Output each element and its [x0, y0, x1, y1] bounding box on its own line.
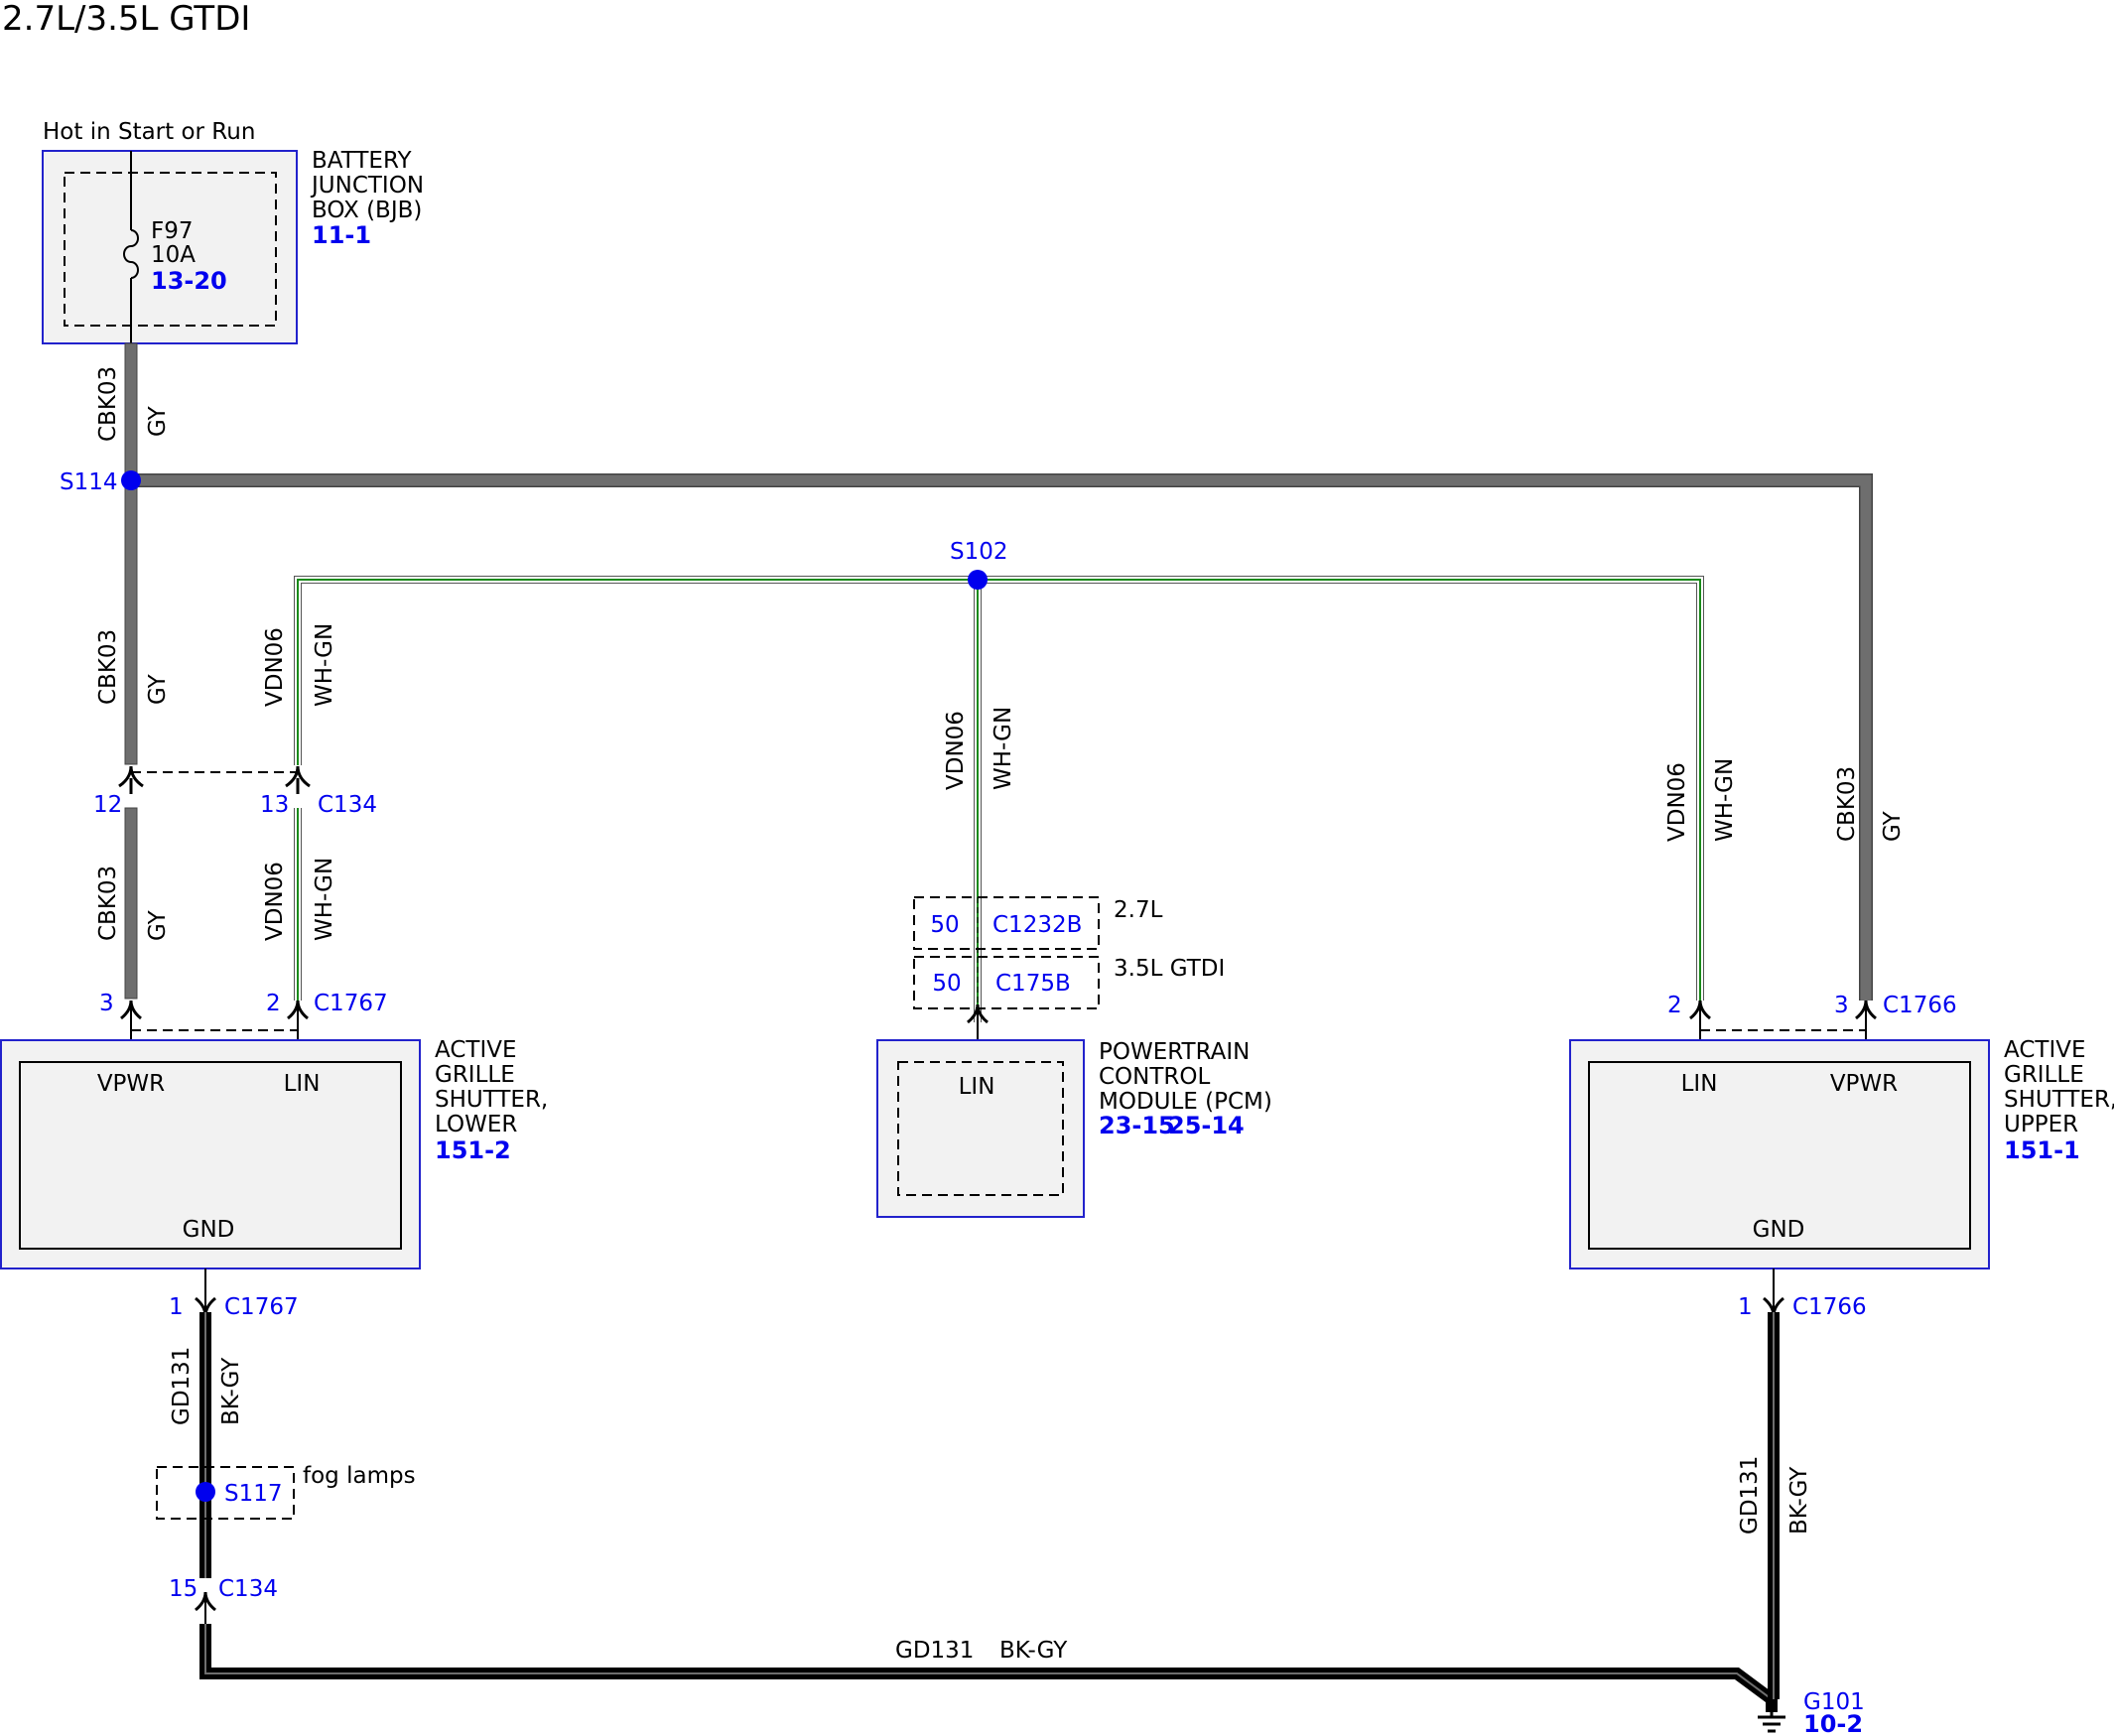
- diagram-title: 2.7L/3.5L GTDI: [2, 0, 250, 39]
- pcm-connectors[interactable]: [913, 896, 1100, 1009]
- wire-label-cbk03-right: CBK03: [1834, 766, 1860, 842]
- wire-gd131-bk-gy: [195, 1269, 1784, 1712]
- ground-ref-link[interactable]: 10-2: [1803, 1710, 1863, 1736]
- wire-color-whgn-right: WH-GN: [1712, 758, 1738, 842]
- upper-name-line-3: SHUTTER,: [2004, 1087, 2114, 1113]
- c1232b-pin: 50: [930, 912, 959, 938]
- upper-name-line-2: GRILLE: [2004, 1062, 2084, 1088]
- c1766-label-bottom: C1766: [1792, 1294, 1867, 1320]
- splice-s114-label: S114: [60, 469, 118, 495]
- wire-vdn06-wh-gn: [294, 576, 1704, 1022]
- bjb-module[interactable]: [42, 150, 298, 344]
- wire-label-vdn06-right: VDN06: [1664, 762, 1690, 842]
- c1766-pin-1: 1: [1738, 1294, 1753, 1320]
- c134-pin-12: 12: [93, 792, 122, 818]
- wire-color-gy-top: GY: [145, 405, 171, 437]
- pcm-module[interactable]: [876, 1039, 1085, 1218]
- splice-s114[interactable]: [121, 470, 141, 490]
- fuse-rating: 10A: [151, 242, 196, 268]
- lower-name-line-3: SHUTTER,: [435, 1087, 548, 1113]
- splice-s117[interactable]: [196, 1482, 215, 1502]
- connector-c134-upper[interactable]: [118, 765, 311, 794]
- fog-lamps-box: [156, 1466, 295, 1520]
- c175b-label: C175B: [995, 971, 1071, 997]
- power-source-label: Hot in Start or Run: [43, 119, 255, 145]
- c1767-label-bottom: C1767: [224, 1294, 299, 1320]
- wire-color-bkgy-bottom: BK-GY: [999, 1638, 1068, 1664]
- c1766-pin-2: 2: [1667, 993, 1682, 1018]
- bjb-ref-link[interactable]: 11-1: [312, 221, 371, 249]
- fuse-ref-link[interactable]: 13-20: [151, 267, 227, 295]
- bjb-name-line-1: BATTERY: [312, 148, 412, 174]
- upper-pin-lin: LIN: [1681, 1071, 1718, 1097]
- wire-color-bkgy-left: BK-GY: [218, 1357, 244, 1425]
- lower-shutter-module[interactable]: [0, 1039, 421, 1269]
- c1232b-label: C1232B: [992, 912, 1082, 938]
- wire-label-cbk03-mid: CBK03: [95, 629, 121, 705]
- wire-color-whgn-left-top: WH-GN: [312, 623, 337, 707]
- c1767-pin-2: 2: [266, 991, 281, 1016]
- bjb-name-line-3: BOX (BJB): [312, 198, 422, 223]
- c134-pin-13: 13: [260, 792, 289, 818]
- splice-s117-label: S117: [224, 1481, 283, 1507]
- wire-color-gy-mid: GY: [145, 673, 171, 705]
- upper-pin-vpwr: VPWR: [1830, 1071, 1898, 1097]
- c1766-label-top: C1766: [1883, 993, 1957, 1018]
- ground-name: G101: [1803, 1689, 1865, 1715]
- c134-pin-15: 15: [169, 1576, 198, 1602]
- c1767-pin-1: 1: [169, 1294, 184, 1320]
- bjb-name-line-2: JUNCTION: [310, 173, 424, 199]
- wire-color-whgn-center: WH-GN: [991, 707, 1016, 790]
- wire-label-vdn06-center: VDN06: [943, 711, 969, 790]
- lower-pin-vpwr: VPWR: [97, 1071, 165, 1097]
- c175b-variant: 3.5L GTDI: [1114, 956, 1225, 982]
- lower-pin-gnd: GND: [183, 1217, 235, 1243]
- upper-pin-gnd: GND: [1753, 1217, 1805, 1243]
- wire-color-bkgy-right: BK-GY: [1786, 1466, 1812, 1535]
- c134-label-upper: C134: [318, 792, 377, 818]
- ground-symbol: [1758, 1699, 1785, 1733]
- fuse-name: F97: [151, 218, 194, 244]
- wire-color-gy-right: GY: [1880, 810, 1906, 842]
- c1232b-variant: 2.7L: [1114, 897, 1163, 923]
- splice-s102[interactable]: [968, 570, 988, 590]
- wire-color-gy-low: GY: [145, 909, 171, 941]
- lower-name-line-4: LOWER: [435, 1112, 517, 1137]
- splice-s102-label: S102: [950, 539, 1008, 565]
- wire-label-cbk03-top: CBK03: [95, 366, 121, 442]
- upper-shutter-module[interactable]: [1569, 1039, 1990, 1269]
- pcm-ref-link-2[interactable]: 25-14: [1168, 1112, 1245, 1139]
- pcm-name-line-1: POWERTRAIN: [1099, 1039, 1250, 1065]
- wire-label-vdn06-left-top: VDN06: [262, 627, 288, 707]
- wire-label-gd131-right: GD131: [1737, 1456, 1763, 1535]
- c1767-pin-3: 3: [99, 991, 114, 1016]
- c1767-label-top: C1767: [314, 991, 388, 1016]
- pcm-name-line-2: CONTROL: [1099, 1064, 1211, 1090]
- lower-ref-link[interactable]: 151-2: [435, 1136, 511, 1164]
- c134-label-lower: C134: [218, 1576, 278, 1602]
- wire-cbk03-gy: [124, 342, 1873, 1001]
- wire-label-vdn06-left-low: VDN06: [262, 862, 288, 941]
- pcm-ref-link-1[interactable]: 23-15: [1099, 1112, 1175, 1139]
- pcm-pin-lin: LIN: [959, 1074, 995, 1100]
- upper-name-line-4: UPPER: [2004, 1112, 2078, 1137]
- lower-pin-lin: LIN: [284, 1071, 321, 1097]
- lower-name-line-1: ACTIVE: [435, 1037, 517, 1063]
- c175b-pin: 50: [932, 971, 961, 997]
- fog-lamps-label: fog lamps: [303, 1463, 416, 1489]
- c1766-pin-3: 3: [1834, 993, 1849, 1018]
- pcm-name-line-3: MODULE (PCM): [1099, 1089, 1272, 1115]
- fuse-f97-symbol: [123, 151, 139, 343]
- wire-label-gd131-left: GD131: [169, 1347, 195, 1425]
- upper-name-line-1: ACTIVE: [2004, 1037, 2086, 1063]
- wire-color-whgn-left-low: WH-GN: [312, 858, 337, 941]
- lower-name-line-2: GRILLE: [435, 1062, 515, 1088]
- wire-label-cbk03-low: CBK03: [95, 866, 121, 941]
- wire-label-gd131-bottom: GD131: [895, 1638, 974, 1664]
- upper-ref-link[interactable]: 151-1: [2004, 1136, 2080, 1164]
